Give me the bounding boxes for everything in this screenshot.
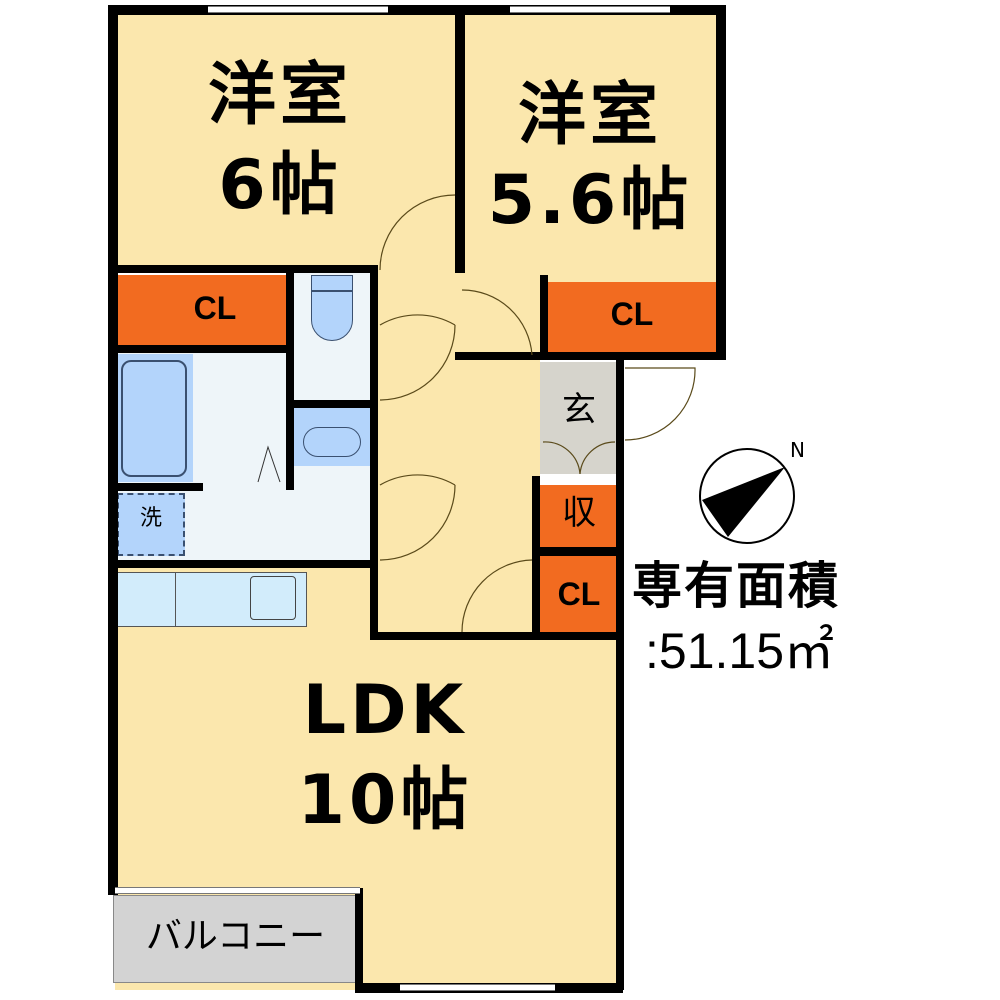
closet-hall-label: CL bbox=[557, 576, 601, 612]
wall-closet2-left bbox=[540, 275, 548, 355]
wall-room2-bottom bbox=[455, 352, 725, 360]
wall-toilet-bottom bbox=[293, 400, 373, 408]
compass-icon bbox=[699, 448, 795, 544]
bathtub-inner bbox=[121, 360, 187, 477]
wall-hall-bottom bbox=[370, 632, 624, 640]
western-room-2-size: 5.6帖 bbox=[487, 161, 693, 240]
laundry-label: 洗 bbox=[139, 506, 162, 531]
laundry-area bbox=[117, 493, 185, 556]
kitchen-divider bbox=[175, 572, 176, 627]
wall-closet1-bottom bbox=[108, 345, 293, 353]
window-ldk-balcony bbox=[115, 887, 360, 894]
toilet-tank bbox=[311, 275, 353, 291]
compass-north-label: N bbox=[790, 438, 805, 462]
wall-room-divider bbox=[455, 5, 465, 273]
entrance-floor bbox=[540, 362, 618, 474]
window-room2 bbox=[510, 6, 670, 13]
entrance-label: 玄 bbox=[562, 390, 596, 430]
window-room1 bbox=[208, 6, 388, 13]
wall-toilet-top bbox=[286, 265, 376, 273]
closet-room2-label: CL bbox=[610, 296, 654, 332]
bathtub bbox=[116, 354, 193, 482]
closet-room1-label: CL bbox=[193, 290, 237, 326]
area-title: 専有面積 bbox=[632, 557, 840, 615]
wall-entrance-right bbox=[616, 358, 624, 990]
storage-label: 収 bbox=[562, 493, 596, 533]
ldk-name: LDK bbox=[302, 671, 468, 750]
closet-hall bbox=[540, 556, 618, 634]
closet-room2 bbox=[548, 282, 716, 352]
kitchen-counter bbox=[117, 572, 307, 627]
wall-washroom-bottom bbox=[108, 560, 378, 568]
wall-outer-left bbox=[108, 5, 118, 895]
window-ldk-bottom bbox=[400, 984, 555, 991]
wall-balcony-right bbox=[355, 888, 363, 993]
balcony-label: バルコニー bbox=[145, 916, 326, 957]
wall-storage-left bbox=[532, 476, 540, 636]
wall-bath-bottom bbox=[108, 483, 203, 491]
wall-storage-divider bbox=[532, 547, 622, 556]
storage bbox=[540, 485, 618, 547]
wall-outer-right-top bbox=[716, 5, 726, 360]
closet-room1 bbox=[115, 275, 287, 345]
western-room-1-size: 6帖 bbox=[218, 146, 342, 225]
wall-room1-bottom bbox=[108, 265, 293, 273]
wall-toilet-left bbox=[286, 265, 294, 490]
wash-basin bbox=[303, 427, 361, 457]
western-room-1-floor bbox=[115, 12, 460, 268]
ldk-size: 10帖 bbox=[297, 761, 473, 840]
western-room-2-name: 洋室 bbox=[517, 76, 662, 155]
wall-toilet-right bbox=[370, 265, 378, 640]
balcony bbox=[113, 895, 358, 983]
kitchen-sink bbox=[250, 576, 296, 620]
western-room-1-name: 洋室 bbox=[207, 56, 352, 135]
area-value: :51.15㎡ bbox=[645, 623, 835, 679]
toilet-bowl bbox=[311, 291, 353, 341]
